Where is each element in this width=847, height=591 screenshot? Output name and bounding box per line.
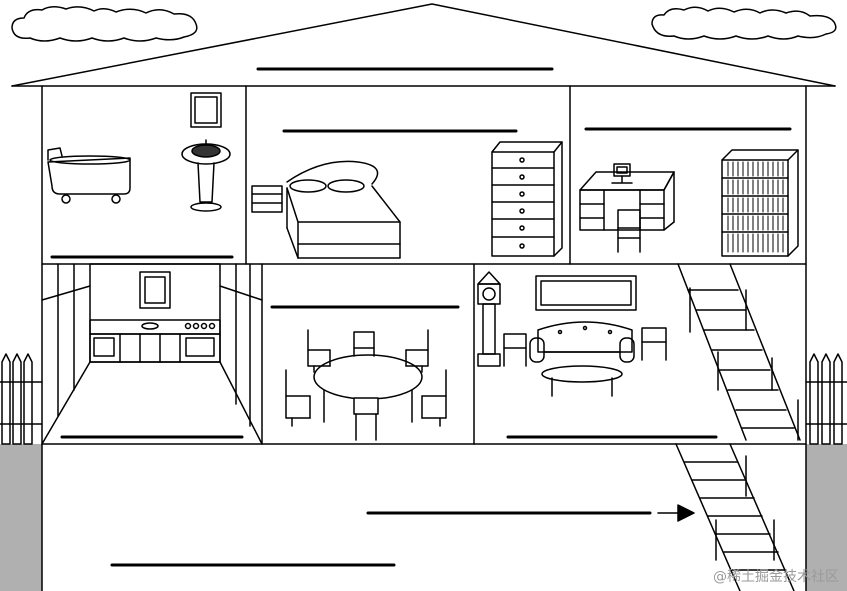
cloud-left [11, 6, 198, 42]
bathroom [47, 92, 234, 259]
arrow-right-icon [657, 504, 695, 522]
house-walls [41, 85, 807, 591]
chair-icon [307, 329, 331, 373]
chair-icon [421, 369, 447, 427]
chair-icon [353, 397, 379, 441]
kitchen-counter-icon [89, 319, 221, 363]
chair-icon [405, 329, 429, 373]
bathtub-icon [47, 147, 131, 204]
kitchen [41, 263, 263, 445]
fence-left [0, 353, 43, 445]
dining-room [270, 305, 460, 441]
stove-icon [184, 322, 216, 330]
kitchen-sink-icon [141, 322, 159, 330]
window-icon [139, 271, 171, 309]
fence-right [805, 353, 847, 445]
grandfather-clock-icon [477, 271, 501, 367]
sofa-icon [529, 321, 635, 363]
bed-icon [286, 160, 401, 259]
bedroom [251, 129, 563, 259]
bookcase-icon [721, 149, 799, 257]
ground-left [0, 444, 42, 591]
mirror-icon [190, 92, 222, 128]
desk-icon [579, 171, 675, 231]
ground-right [806, 444, 847, 591]
desk-chair-icon [617, 209, 641, 253]
kitchen-perspective-walls [41, 263, 263, 445]
chair-icon [285, 369, 311, 427]
computer-icon [611, 163, 633, 184]
dresser-icon [491, 141, 563, 257]
nightstand-icon [251, 185, 283, 213]
cloud-right [651, 6, 837, 40]
chair-icon [353, 331, 375, 357]
roof [11, 3, 836, 87]
stairs-basement [675, 443, 795, 591]
armchair-icon [503, 333, 527, 367]
armchair-icon [641, 327, 667, 361]
study [579, 127, 799, 257]
picture-frame-icon [535, 275, 637, 311]
coffee-table-icon [541, 365, 623, 397]
stairs-upper [677, 263, 801, 441]
sink-icon [181, 139, 231, 212]
living-room [477, 271, 718, 439]
watermark-text: @稀土掘金技术社区 [713, 569, 839, 585]
